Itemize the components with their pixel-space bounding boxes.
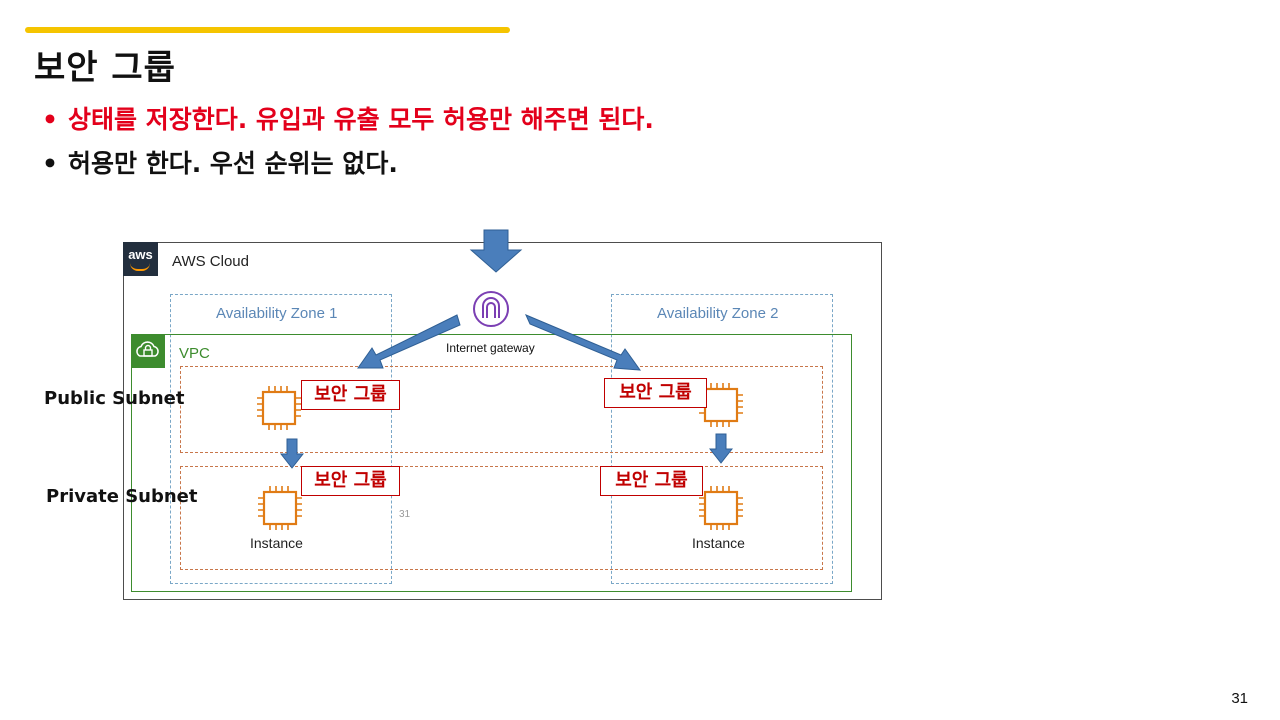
aws-logo-text: aws <box>128 247 153 262</box>
instance-label: Instance <box>250 535 303 551</box>
ec2-instance-icon <box>699 486 743 530</box>
zone1-down-arrow <box>280 438 304 469</box>
ec2-instance-icon <box>257 386 301 430</box>
bullet-dot: • <box>42 149 58 178</box>
availability-zone-2 <box>611 294 833 584</box>
vpc-lock-icon <box>131 334 165 368</box>
bullet-text: 상태를 저장한다. 유입과 유출 모두 허용만 해주면 된다. <box>68 105 654 134</box>
bullet-item-2: • 허용만 한다. 우선 순위는 없다. <box>42 144 654 188</box>
aws-logo-icon: aws <box>123 242 158 276</box>
private-subnet-label: Private Subnet <box>46 486 198 507</box>
private-subnet-box <box>180 466 823 570</box>
public-subnet-box <box>180 366 823 453</box>
security-group-label: 보안 그룹 <box>600 466 703 496</box>
availability-zone-1 <box>170 294 392 584</box>
gateway-to-zone1-arrow <box>357 314 461 369</box>
instance-label: Instance <box>692 535 745 551</box>
incoming-traffic-arrow <box>469 229 523 273</box>
gateway-to-zone2-arrow <box>525 314 642 371</box>
availability-zone-2-label: Availability Zone 2 <box>657 305 779 322</box>
bullet-item-1: • 상태를 저장한다. 유입과 유출 모두 허용만 해주면 된다. <box>42 100 654 144</box>
public-subnet-label: Public Subnet <box>44 388 185 409</box>
bullet-dot: • <box>42 105 58 134</box>
security-group-label: 보안 그룹 <box>301 466 400 496</box>
vpc-label: VPC <box>179 345 210 362</box>
aws-logo-smile <box>130 263 150 271</box>
internet-gateway-label: Internet gateway <box>446 341 535 355</box>
aws-cloud-label: AWS Cloud <box>172 253 249 270</box>
page-number: 31 <box>1231 690 1248 707</box>
availability-zone-1-label: Availability Zone 1 <box>216 305 338 322</box>
slide-title: 보안 그룹 <box>34 48 176 88</box>
bullet-list: • 상태를 저장한다. 유입과 유출 모두 허용만 해주면 된다. • 허용만 … <box>42 100 654 188</box>
bullet-text: 허용만 한다. 우선 순위는 없다. <box>68 149 398 178</box>
internet-gateway-icon <box>473 291 509 327</box>
security-group-label: 보안 그룹 <box>301 380 400 410</box>
security-group-label: 보안 그룹 <box>604 378 707 408</box>
zone2-down-arrow <box>709 433 733 464</box>
embedded-slide-number: 31 <box>399 509 411 520</box>
ec2-instance-icon <box>258 486 302 530</box>
title-accent-bar <box>25 27 510 33</box>
vpc-container <box>131 334 852 592</box>
